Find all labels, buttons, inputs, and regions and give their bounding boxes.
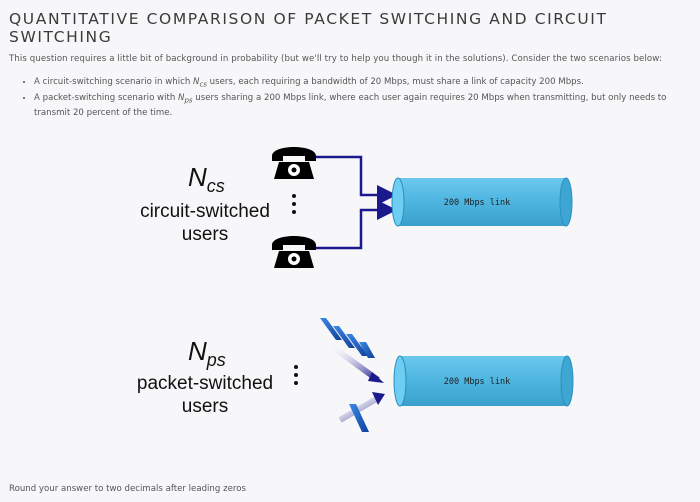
ellipsis-dots-icon <box>292 194 298 385</box>
circuit-users-label: circuit-switched users <box>140 201 270 245</box>
telephone-icon <box>272 147 316 179</box>
packet-link-cylinder: 200 Mbps link <box>393 355 574 407</box>
telephone-icon <box>272 236 316 268</box>
n-cs-label: Ncs <box>188 162 225 197</box>
page-title: QUANTITATIVE COMPARISON OF PACKET SWITCH… <box>9 10 608 46</box>
circuit-link-cylinder: 200 Mbps link <box>391 177 573 227</box>
link-label: 200 Mbps link <box>444 377 511 387</box>
n-ps-label: Nps <box>188 336 226 371</box>
packet-stream-arrow-icon <box>338 392 385 432</box>
footer-note: Round your answer to two decimals after … <box>9 484 246 494</box>
link-label: 200 Mbps link <box>444 198 511 208</box>
list-item: A packet-switching scenario with Nps use… <box>34 92 694 121</box>
scenario-list: A circuit-switching scenario in which Nc… <box>20 76 694 120</box>
list-item: A circuit-switching scenario in which Nc… <box>34 76 694 92</box>
circuit-connection-lines <box>316 155 397 250</box>
intro-paragraph: This question requires a little bit of b… <box>9 54 662 64</box>
packet-stream-arrow-icon <box>320 318 384 383</box>
packet-users-label: packet-switched users <box>136 373 274 417</box>
